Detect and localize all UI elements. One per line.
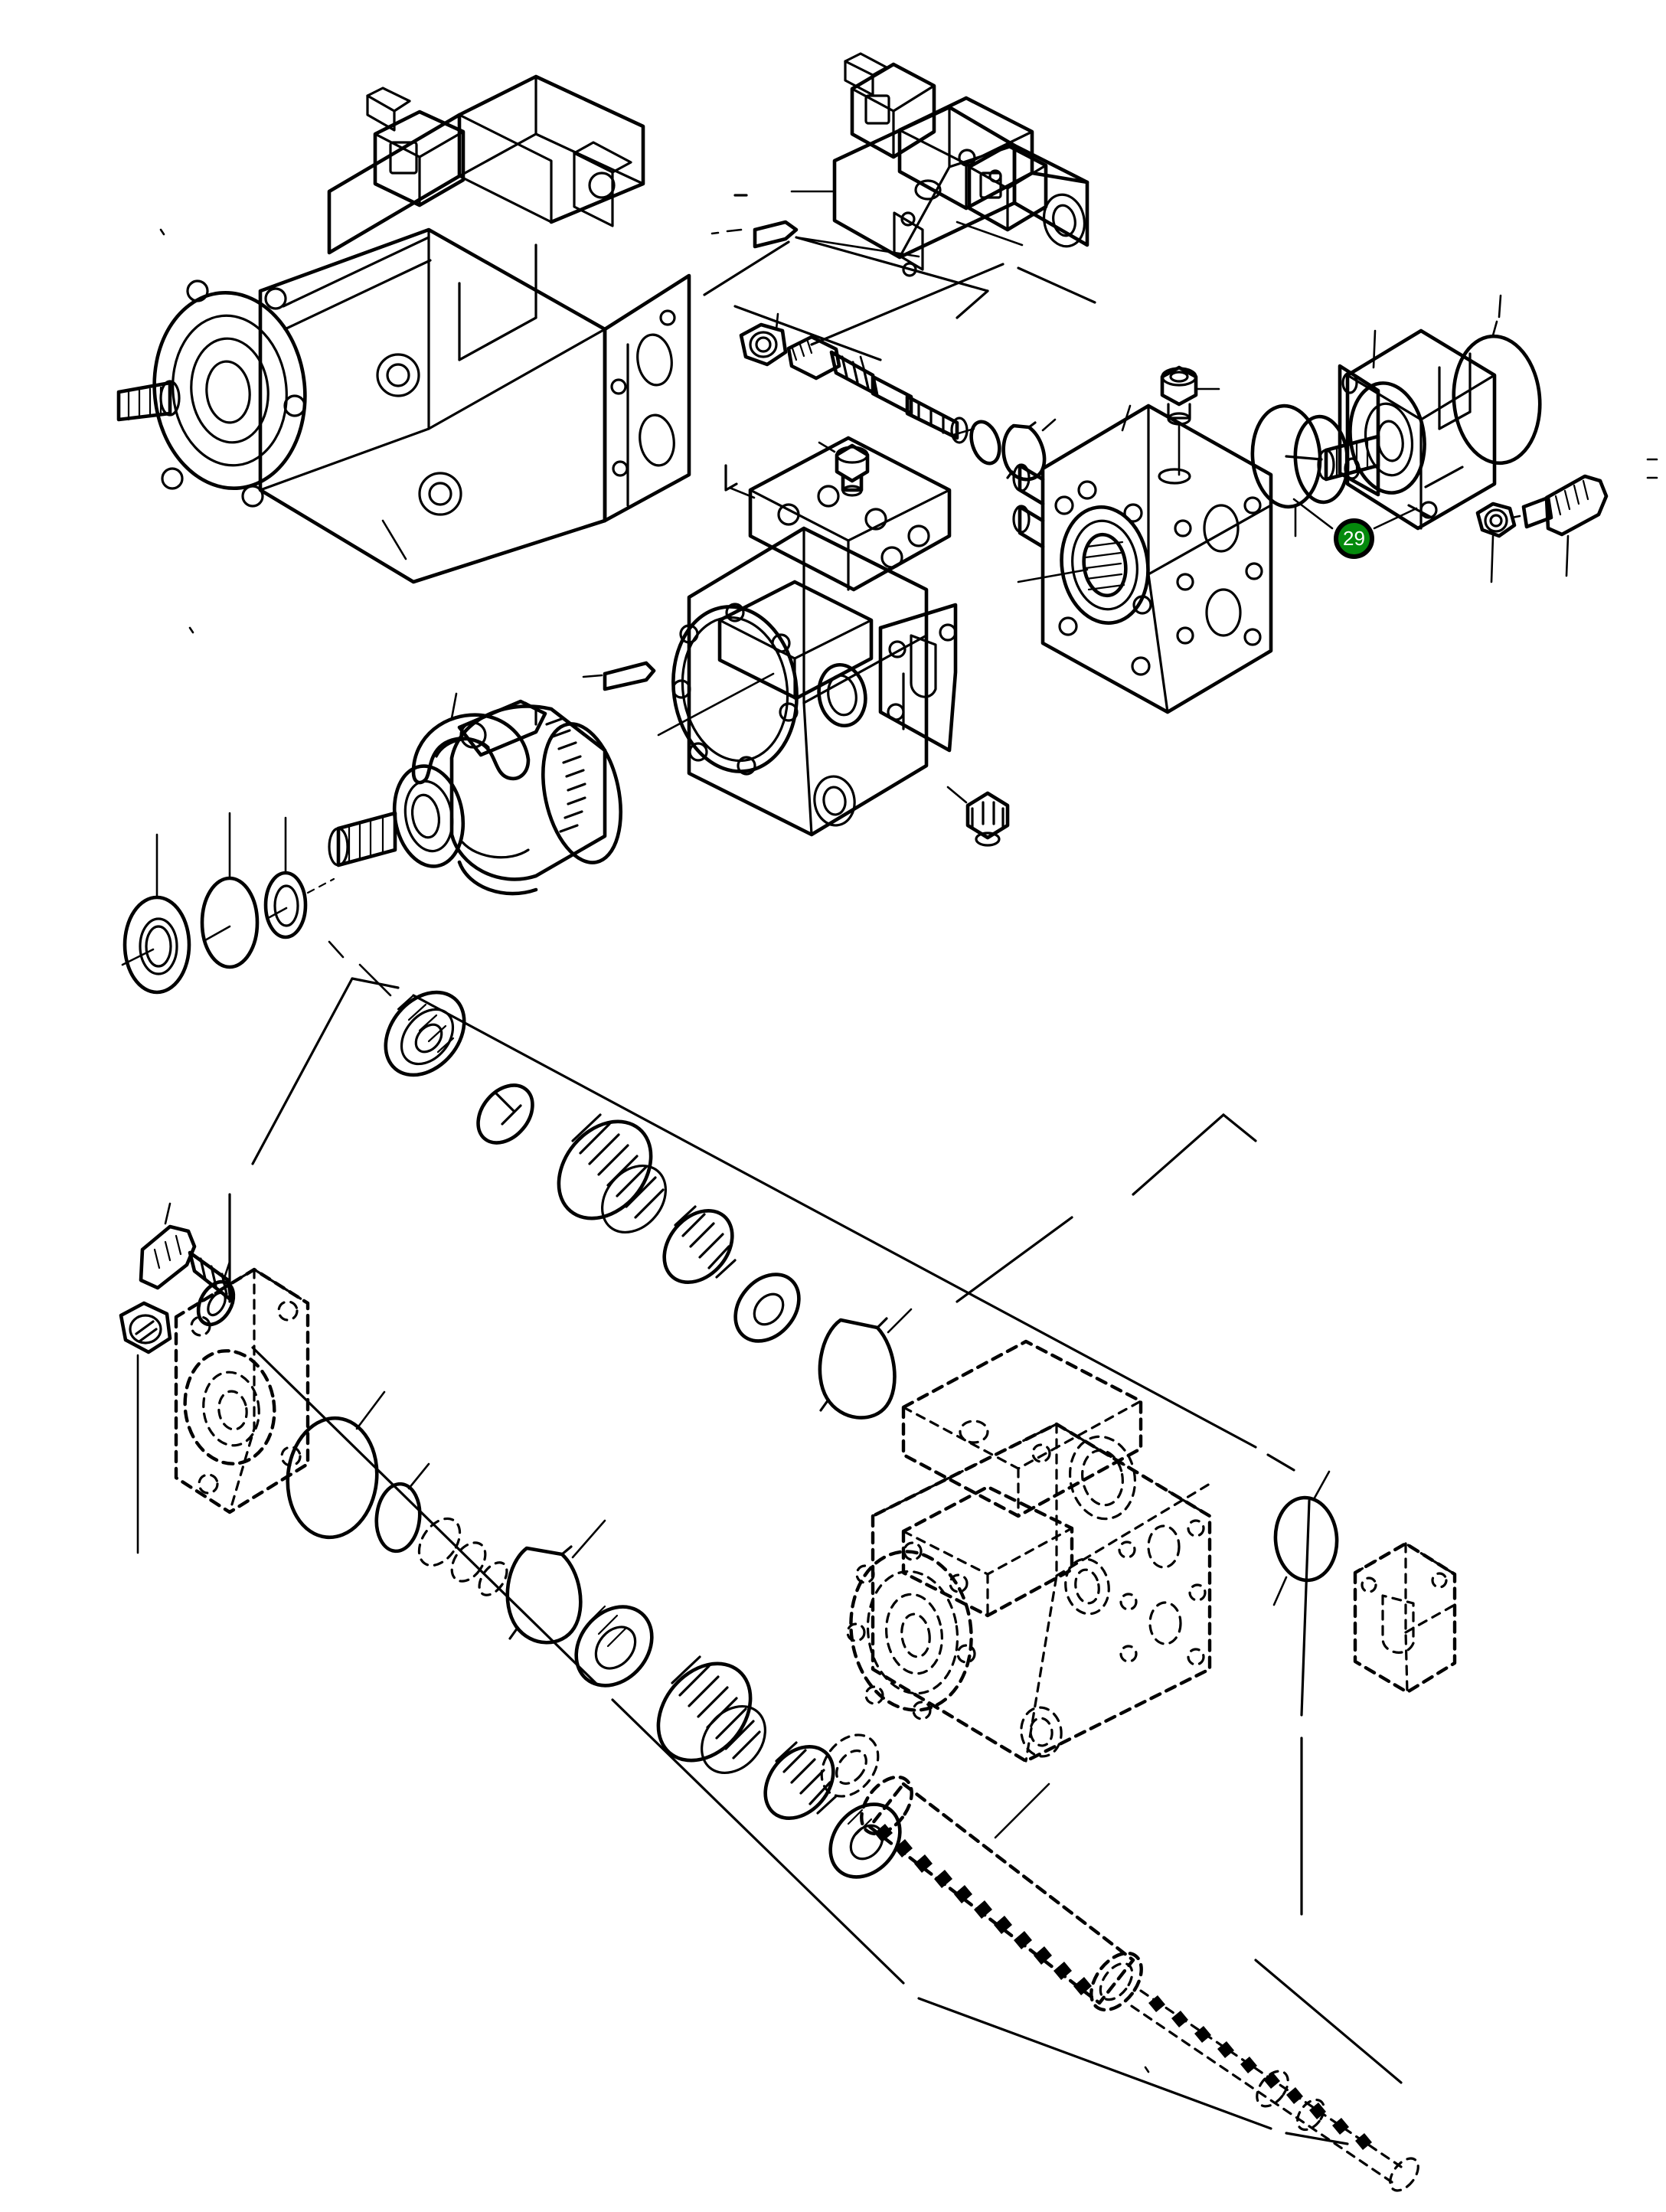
spring-upper <box>557 1113 667 1234</box>
compensator-spool-lower-drawing <box>286 1390 902 1879</box>
callout-badge-29[interactable]: 29 <box>1334 518 1374 559</box>
port-plate-top-plug <box>1158 365 1220 485</box>
spring-lower <box>656 1655 766 1775</box>
relief-valve-cartridge-drawing <box>739 312 1057 482</box>
end-cover-bolt <box>139 1202 236 1327</box>
secondary-pump-body-drawing <box>846 1339 1457 1763</box>
shaft-seal-stack-drawing <box>121 812 335 995</box>
compensator-spool-upper-drawing <box>328 940 913 1420</box>
spring-lower-inner <box>763 1741 838 1821</box>
end-cover-plug <box>119 1301 172 1554</box>
rotating-group-drawing <box>328 692 622 896</box>
main-pump-assembly-drawing <box>116 74 691 584</box>
lower-group-boundary-lines <box>228 977 1403 2145</box>
pump-housing-drawing <box>582 436 1010 847</box>
misc-leader-ticks <box>188 458 1658 2073</box>
plug-bolt-top <box>818 441 870 497</box>
gear-pump-drawing <box>1250 328 1497 537</box>
drive-shaft-cylinder-drawing <box>820 1733 1419 2192</box>
plug-bolt-lower <box>946 786 1010 847</box>
control-valve-block-drawing <box>710 52 1089 277</box>
gear-pump-oring-drawing <box>1452 294 1542 466</box>
callout-29-leader <box>1292 498 1418 530</box>
end-cover-drawing <box>119 1202 310 1554</box>
snap-ring-lower <box>505 1519 606 1645</box>
spring-upper-inner <box>662 1205 737 1285</box>
upper-group-boundary-lines <box>703 194 1096 361</box>
port-plate-block-drawing <box>1012 365 1273 714</box>
snap-ring-upper <box>818 1308 913 1420</box>
callout-badge-29-label: 29 <box>1343 526 1365 550</box>
mounting-hardware-right-drawing <box>1475 474 1609 583</box>
